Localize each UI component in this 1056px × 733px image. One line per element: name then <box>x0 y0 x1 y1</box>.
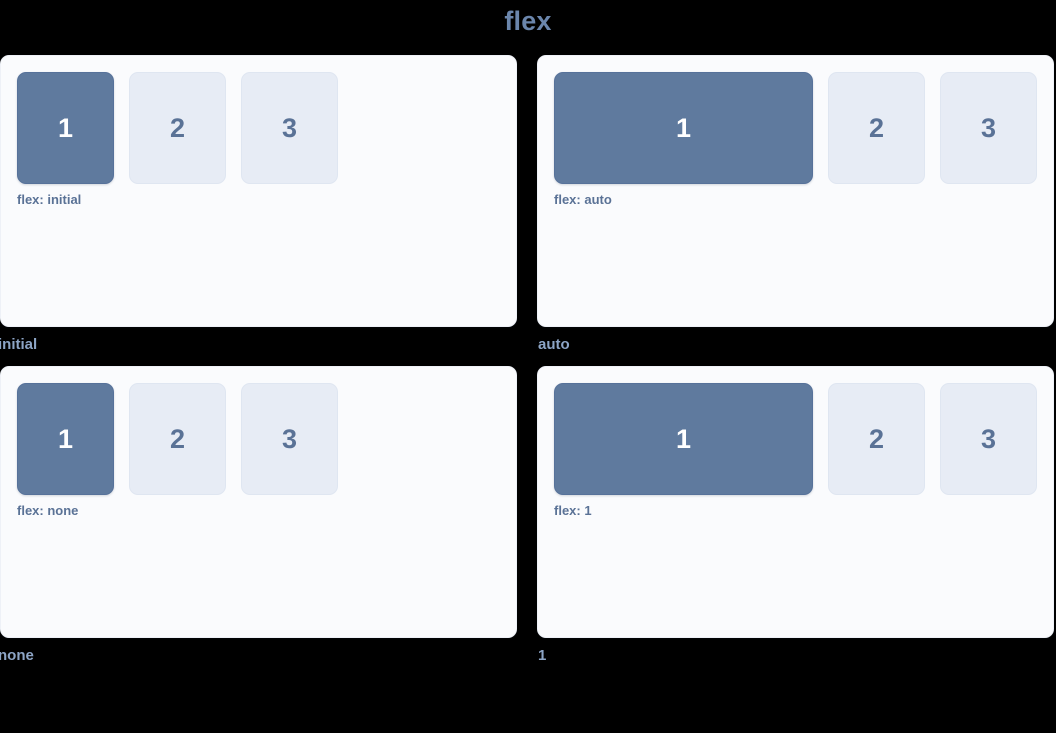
demo-caption-none: flex: none <box>17 503 79 518</box>
flex-box-1[interactable]: 1 <box>17 72 114 184</box>
demo-cell-none: 1 2 3 flex: none none <box>0 366 519 664</box>
demo-label-auto: auto <box>538 336 570 353</box>
demo-caption-auto: flex: auto <box>554 192 612 207</box>
demo-caption-one: flex: 1 <box>554 503 592 518</box>
demo-panel-initial: 1 2 3 flex: initial <box>0 55 517 327</box>
flex-row-none: 1 2 3 <box>17 383 500 495</box>
demo-label-none: none <box>0 647 34 664</box>
demo-cell-auto: 1 2 3 flex: auto auto <box>537 55 1056 353</box>
flex-box-2[interactable]: 2 <box>828 72 925 184</box>
flex-box-label: 2 <box>868 423 885 454</box>
flex-box-label: 2 <box>169 423 186 454</box>
flex-box-3[interactable]: 3 <box>241 72 338 184</box>
page-title: flex <box>504 6 552 36</box>
flex-box-label: 1 <box>57 423 74 454</box>
flex-box-2[interactable]: 2 <box>828 383 925 495</box>
demo-label-initial: initial <box>0 336 38 353</box>
flex-row-one: 1 2 3 <box>554 383 1037 495</box>
flex-box-label: 2 <box>169 112 186 143</box>
flex-box-label: 3 <box>980 112 997 143</box>
flex-box-2[interactable]: 2 <box>129 383 226 495</box>
demo-grid: 1 2 3 flex: initial initial 1 <box>0 55 1056 675</box>
flex-box-3[interactable]: 3 <box>940 383 1037 495</box>
flex-box-3[interactable]: 3 <box>241 383 338 495</box>
flex-box-label: 1 <box>57 112 74 143</box>
flex-box-label: 3 <box>980 423 997 454</box>
flex-box-label: 3 <box>281 423 298 454</box>
demo-cell-initial: 1 2 3 flex: initial initial <box>0 55 519 353</box>
flex-box-label: 1 <box>675 112 692 143</box>
demo-caption-initial: flex: initial <box>17 192 82 207</box>
demo-cell-one: 1 2 3 flex: 1 1 <box>537 366 1056 664</box>
flex-box-label: 2 <box>868 112 885 143</box>
demo-label-one: 1 <box>538 647 547 664</box>
demo-panel-none: 1 2 3 flex: none <box>0 366 517 638</box>
flex-row-initial: 1 2 3 <box>17 72 500 184</box>
demo-panel-one: 1 2 3 flex: 1 <box>537 366 1054 638</box>
demo-panel-auto: 1 2 3 flex: auto <box>537 55 1054 327</box>
flex-box-3[interactable]: 3 <box>940 72 1037 184</box>
flex-box-1[interactable]: 1 <box>17 383 114 495</box>
flex-box-label: 3 <box>281 112 298 143</box>
flex-box-label: 1 <box>675 423 692 454</box>
flex-box-1[interactable]: 1 <box>554 383 813 495</box>
flex-box-1[interactable]: 1 <box>554 72 813 184</box>
flex-row-auto: 1 2 3 <box>554 72 1037 184</box>
flex-box-2[interactable]: 2 <box>129 72 226 184</box>
